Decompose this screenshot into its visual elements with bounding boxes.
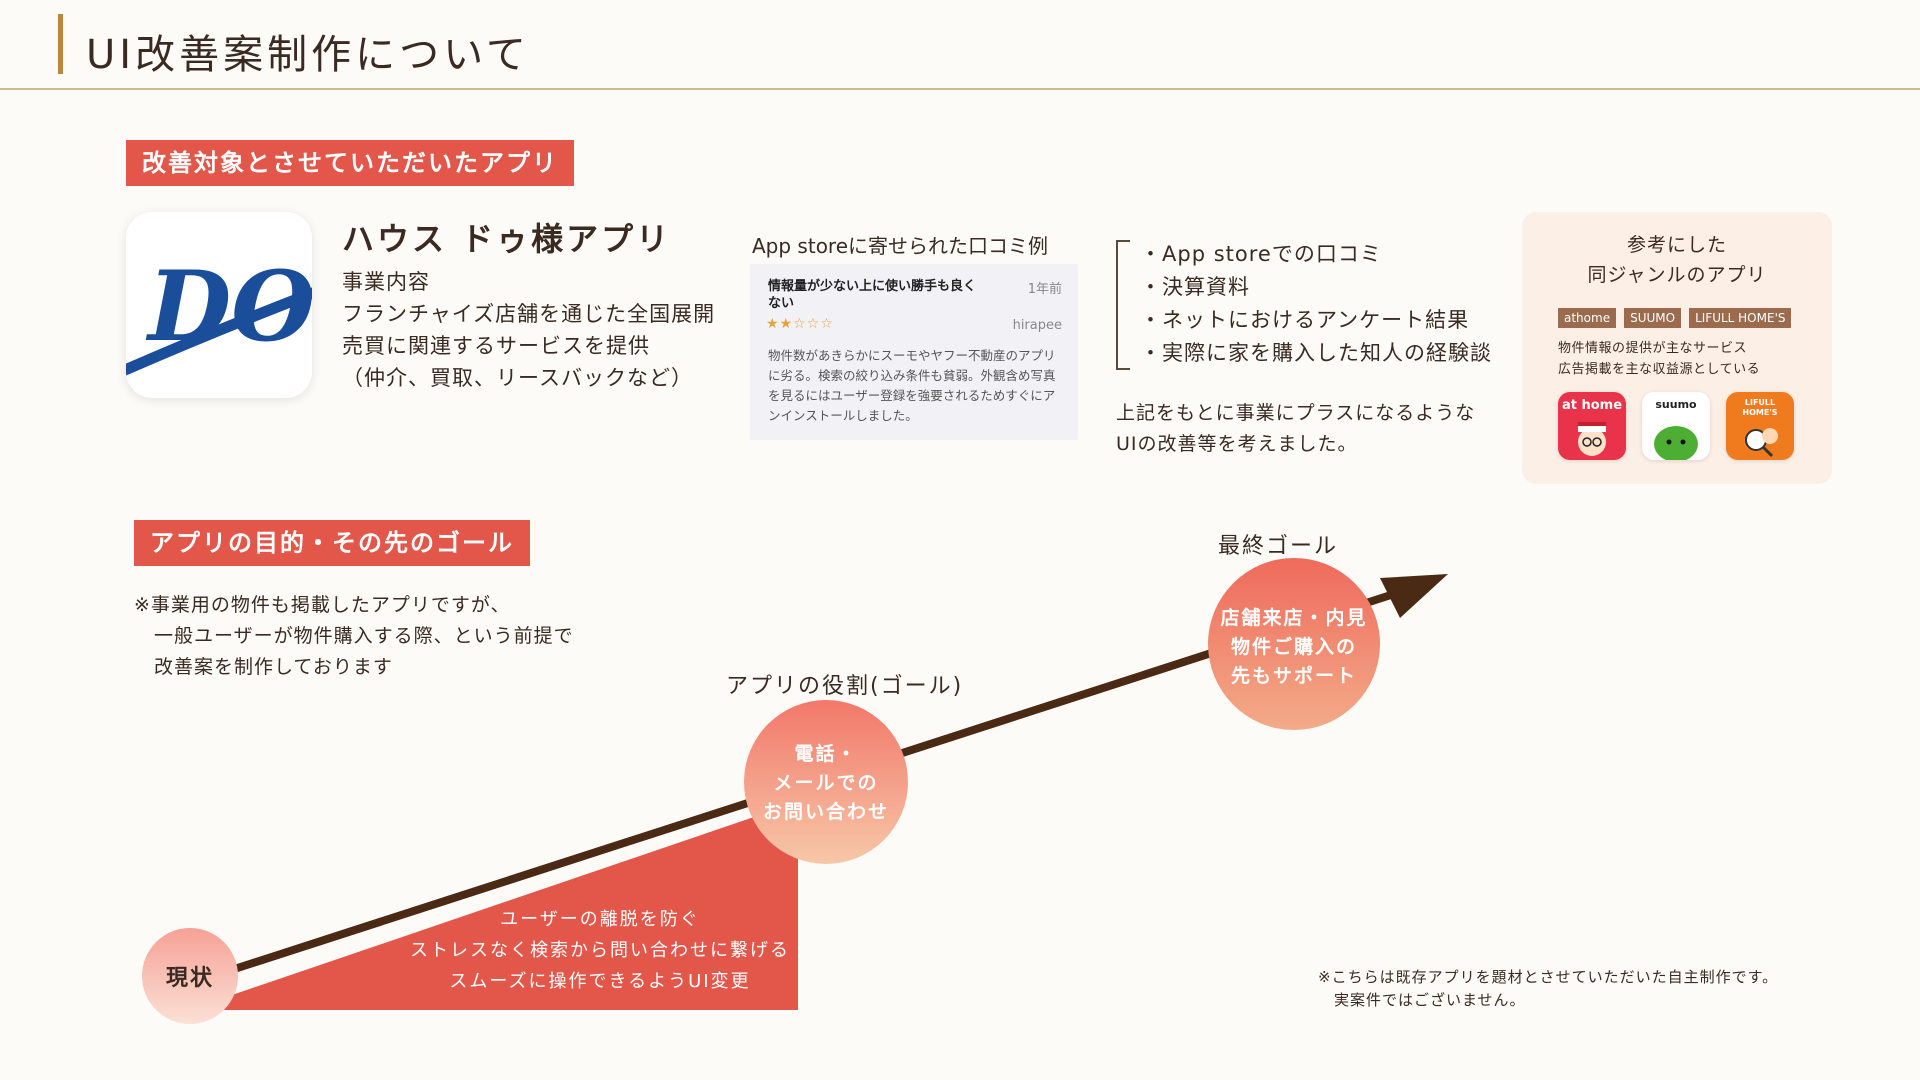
review-card: 情報量が少ない上に使い勝手も良くない 1年前 ★★☆☆☆ hirapee 物件数…	[750, 264, 1078, 440]
list-item: ・決算資料	[1140, 275, 1250, 299]
sources-summary-line: UIの改善等を考えました。	[1116, 433, 1358, 455]
final-goal-line: 店舗来店・内見	[1220, 607, 1368, 629]
magnifier-character-icon	[1745, 428, 1778, 458]
review-username: hirapee	[1012, 318, 1062, 333]
footnote-line: 実案件ではございません。	[1318, 991, 1526, 1009]
disclaimer-footnote: ※こちらは既存アプリを題材とさせていただいた自主制作です。 実案件ではございませ…	[1318, 966, 1778, 1012]
final-goal-line: 物件ご購入の	[1230, 636, 1357, 658]
purpose-note-line: 一般ユーザーが物件購入する際、という前提で	[134, 625, 574, 647]
section-label-purpose: アプリの目的・その先のゴール	[134, 520, 530, 566]
purpose-note: ※事業用の物件も掲載したアプリですが、 一般ユーザーが物件購入する際、という前提…	[134, 590, 574, 683]
app-role-label: アプリの役割(ゴール)	[726, 674, 964, 699]
lifull-homes-icon-label: LIFULL HOME'S	[1742, 398, 1778, 417]
reference-app-icons: at home suumo LIFULL HOME'S	[1558, 392, 1794, 460]
reference-heading-line: 同ジャンルのアプリ	[1587, 264, 1767, 286]
section-label-target-app: 改善対象とさせていただいたアプリ	[126, 140, 574, 186]
review-caption: App storeに寄せられた口コミ例	[752, 234, 1049, 258]
app-role-line: お問い合わせ	[762, 801, 889, 823]
review-star-rating: ★★☆☆☆	[766, 316, 834, 332]
footnote-line: ※こちらは既存アプリを題材とさせていただいた自主制作です。	[1318, 968, 1779, 986]
suumo-icon-label: suumo	[1655, 398, 1697, 411]
list-item: ・App storeでの口コミ	[1140, 242, 1382, 266]
business-description: 事業内容 フランチャイズ店舗を通じた全国展開 売買に関連するサービスを提供 （仲…	[342, 266, 715, 394]
title-accent-bar	[58, 14, 63, 74]
support-description: ユーザーの離脱を防ぐ ストレスなく検索から問い合わせに繋げる スムーズに操作でき…	[400, 904, 800, 997]
final-goal-label: 最終ゴール	[1218, 534, 1339, 559]
app-role-circle	[744, 700, 908, 864]
app-icon-text: DO	[145, 250, 312, 363]
tag-lifull-homes: LIFULL HOME'S	[1689, 308, 1792, 328]
support-area	[188, 802, 798, 1010]
reference-description-line: 物件情報の提供が主なサービス	[1558, 341, 1748, 356]
athome-app-icon: at home	[1558, 392, 1626, 460]
support-line: ユーザーの離脱を防ぐ	[500, 909, 700, 930]
reference-heading-line: 参考にした	[1626, 234, 1727, 256]
tag-suumo: SUUMO	[1624, 308, 1682, 328]
arrow-head-icon	[1380, 574, 1448, 618]
reference-description-line: 広告掲載を主な収益源としている	[1558, 362, 1761, 377]
app-role-line: 電話・	[794, 743, 858, 765]
final-goal-circle-text: 店舗来店・内見 物件ご購入の 先もサポート	[1204, 604, 1384, 691]
purpose-note-line: ※事業用の物件も掲載したアプリですが、	[134, 594, 511, 616]
reference-apps-card: 参考にした 同ジャンルのアプリ athome SUUMO LIFULL HOME…	[1522, 212, 1832, 484]
review-date: 1年前	[1027, 282, 1062, 297]
character-icon	[1578, 422, 1606, 456]
current-state-label: 現状	[165, 966, 214, 991]
business-line: 売買に関連するサービスを提供	[342, 334, 650, 358]
tag-athome: athome	[1558, 308, 1617, 328]
list-item: ・実際に家を購入した知人の経験談	[1140, 341, 1492, 365]
athome-icon-label: at home	[1561, 398, 1623, 413]
sources-summary-line: 上記をもとに事業にプラスになるような	[1116, 402, 1476, 424]
research-sources-list: ・App storeでの口コミ ・決算資料 ・ネットにおけるアンケート結果 ・実…	[1140, 238, 1492, 370]
reference-description: 物件情報の提供が主なサービス 広告掲載を主な収益源としている	[1558, 338, 1760, 380]
page-title: UI改善案制作について	[86, 32, 530, 78]
review-title: 情報量が少ない上に使い勝手も良くない	[768, 279, 977, 311]
final-goal-line: 先もサポート	[1230, 665, 1357, 687]
header-divider	[0, 88, 1920, 90]
purpose-note-line: 改善案を制作しております	[134, 656, 393, 678]
support-line: スムーズに操作できるようUI変更	[449, 971, 751, 992]
support-line: ストレスなく検索から問い合わせに繋げる	[410, 940, 790, 961]
sources-bracket	[1116, 240, 1130, 370]
list-item: ・ネットにおけるアンケート結果	[1140, 308, 1470, 332]
app-name: ハウス ドゥ様アプリ	[342, 220, 672, 258]
reference-tags: athome SUUMO LIFULL HOME'S	[1558, 308, 1792, 328]
house-do-app-icon: DO	[126, 212, 312, 398]
reference-heading: 参考にした 同ジャンルのアプリ	[1522, 230, 1832, 290]
house-do-logo-icon: DO	[126, 250, 312, 376]
sources-summary: 上記をもとに事業にプラスになるような UIの改善等を考えました。	[1116, 398, 1475, 460]
business-heading: 事業内容	[342, 270, 430, 294]
review-body: 物件数があきらかにスーモやヤフー不動産のアプリに劣る。検索の絞り込み条件も貧弱。…	[768, 348, 1056, 423]
final-goal-circle	[1208, 558, 1380, 730]
app-role-circle-text: 電話・ メールでの お問い合わせ	[744, 740, 908, 827]
business-line: （仲介、買取、リースバックなど）	[342, 366, 693, 390]
current-state-circle	[142, 928, 238, 1024]
lifull-homes-app-icon: LIFULL HOME'S	[1726, 392, 1794, 460]
suumo-character-icon	[1654, 426, 1698, 460]
business-line: フランチャイズ店舗を通じた全国展開	[342, 302, 716, 326]
app-role-line: メールでの	[773, 772, 879, 794]
suumo-app-icon: suumo	[1642, 392, 1710, 460]
